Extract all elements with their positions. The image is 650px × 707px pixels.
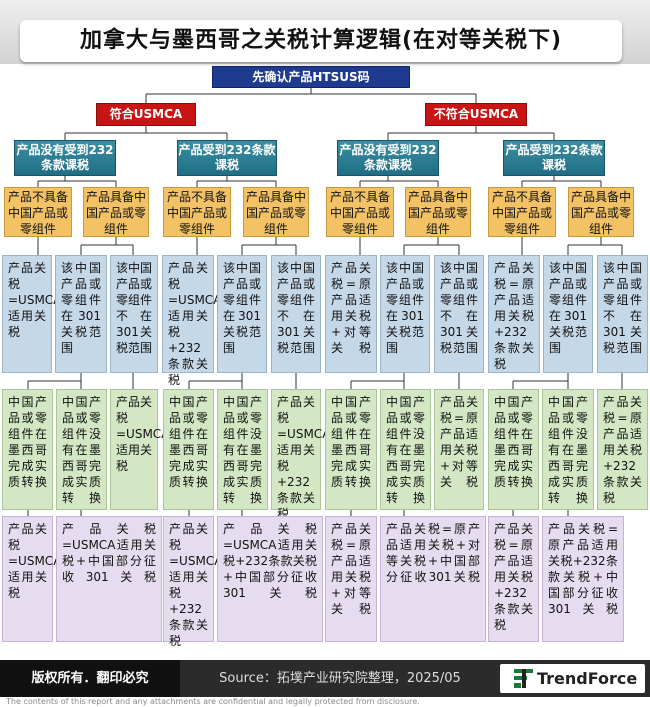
substantial-transformation-node: 中国产品或零组件在墨西哥完成实质转换 bbox=[325, 389, 377, 510]
trendforce-logo-icon bbox=[514, 669, 533, 688]
tariff-result-node: 产品关税=USMCA适用关税 bbox=[110, 389, 169, 510]
no-china-parts-node: 产品不具备中国产品或零组件 bbox=[326, 187, 394, 237]
title-box bbox=[20, 20, 622, 62]
no-substantial-transformation-node: 中国产品或零组件没有在墨西哥完成实质转换 bbox=[217, 389, 268, 510]
tariff-result-node: 产品关税=USMCA适用关税 bbox=[2, 516, 61, 642]
usmca-232-node: 产品受到232条款课税 bbox=[177, 140, 277, 176]
in-301-scope-node: 该中国产品或零组件在301关税范围 bbox=[217, 255, 267, 373]
tariff-result-node: 产品关税=原产品适用关税+对等关税 bbox=[434, 389, 484, 510]
tariff-result-node: 产品关税=USMCA适用关税+232条款关税 bbox=[162, 255, 221, 387]
root-node: 先确认产品HTSUS码 bbox=[212, 66, 410, 88]
china-parts-node: 产品具备中国产品或零组件 bbox=[243, 187, 309, 237]
in-301-scope-node: 该中国产品或零组件在301关税范围 bbox=[543, 255, 593, 373]
tariff-result-node: 产品关税=原产品适用关税+对等关税 bbox=[325, 255, 377, 373]
substantial-transformation-node: 中国产品或零组件在墨西哥完成实质转换 bbox=[2, 389, 53, 510]
page-title: 加拿大与墨西哥之关税计算逻辑(在对等关税下) bbox=[79, 28, 563, 53]
source-note: Source：拓墣产业研究院整理，2025/05 bbox=[219, 671, 461, 686]
tariff-result-node: 产品关税=原产品适用关税+对等关税+中国部分征收301关税 bbox=[380, 516, 486, 642]
usmca-branch: 符合USMCA bbox=[96, 103, 196, 126]
not-in-301-scope-node: 该中国产品或零组件不在301关税范围 bbox=[434, 255, 484, 373]
tariff-result-node: 产品关税=原产品适用关税+对等关税 bbox=[325, 516, 377, 642]
usmca-no-232-node: 产品没有受到232条款课税 bbox=[14, 140, 116, 176]
substantial-transformation-node: 中国产品或零组件在墨西哥完成实质转换 bbox=[488, 389, 539, 510]
tariff-result-node: 产品关税=USMCA适用关税+232条款关税+中国部分征收301关税 bbox=[217, 516, 323, 642]
not-in-301-scope-node: 该中国产品或零组件不在301关税范围 bbox=[110, 255, 158, 373]
non-usmca-branch: 不符合USMCA bbox=[425, 103, 527, 126]
tariff-result-node: 产品关税=USMCA适用关税 bbox=[2, 255, 61, 373]
tariff-result-node: 产品关税=原产品适用关税+232条款关税 bbox=[488, 255, 540, 373]
no-china-parts-node: 产品不具备中国产品或零组件 bbox=[163, 187, 231, 237]
substantial-transformation-node: 中国产品或零组件在墨西哥完成实质转换 bbox=[163, 389, 214, 510]
no-substantial-transformation-node: 中国产品或零组件没有在墨西哥完成实质转换 bbox=[56, 389, 107, 510]
china-parts-node: 产品具备中国产品或零组件 bbox=[83, 187, 149, 237]
copyright-notice: 版权所有．翻印必究 bbox=[0, 660, 180, 697]
china-parts-node: 产品具备中国产品或零组件 bbox=[568, 187, 634, 237]
tariff-result-node: 产品关税=USMCA适用关税+中国部分征收301关税 bbox=[56, 516, 162, 642]
non-usmca-232-node: 产品受到232条款课税 bbox=[503, 140, 605, 176]
non-usmca-no-232-node: 产品没有受到232条款课税 bbox=[337, 140, 439, 176]
tariff-result-node: 产品关税=原产品适用关税+232条款关税 bbox=[597, 389, 648, 510]
china-parts-node: 产品具备中国产品或零组件 bbox=[405, 187, 471, 237]
no-china-parts-node: 产品不具备中国产品或零组件 bbox=[4, 187, 72, 237]
in-301-scope-node: 该中国产品或零组件在301关税范围 bbox=[380, 255, 430, 373]
no-substantial-transformation-node: 中国产品或零组件没有在墨西哥完成实质转换 bbox=[542, 389, 594, 510]
not-in-301-scope-node: 该中国产品或零组件不在301关税范围 bbox=[271, 255, 321, 373]
in-301-scope-node: 该中国产品或零组件在301关税范围 bbox=[55, 255, 107, 373]
brand-name: TrendForce bbox=[537, 669, 638, 688]
tariff-result-node: 产品关税=USMCA适用关税+232条款关税 bbox=[271, 389, 330, 521]
tariff-result-node: 产品关税=原产品适用关税+232条款关税 bbox=[488, 516, 539, 642]
no-china-parts-node: 产品不具备中国产品或零组件 bbox=[488, 187, 556, 237]
disclaimer-text: The contents of this report and any atta… bbox=[6, 697, 420, 706]
tariff-result-node: 产品关税=原产品适用关税+232条款关税+中国部分征收301关税 bbox=[542, 516, 624, 642]
not-in-301-scope-node: 该中国产品或零组件不在301关税范围 bbox=[597, 255, 648, 373]
tariff-result-node: 产品关税=USMCA适用关税+232条款关税 bbox=[163, 516, 222, 648]
no-substantial-transformation-node: 中国产品或零组件没有在墨西哥完成实质转换 bbox=[380, 389, 431, 510]
